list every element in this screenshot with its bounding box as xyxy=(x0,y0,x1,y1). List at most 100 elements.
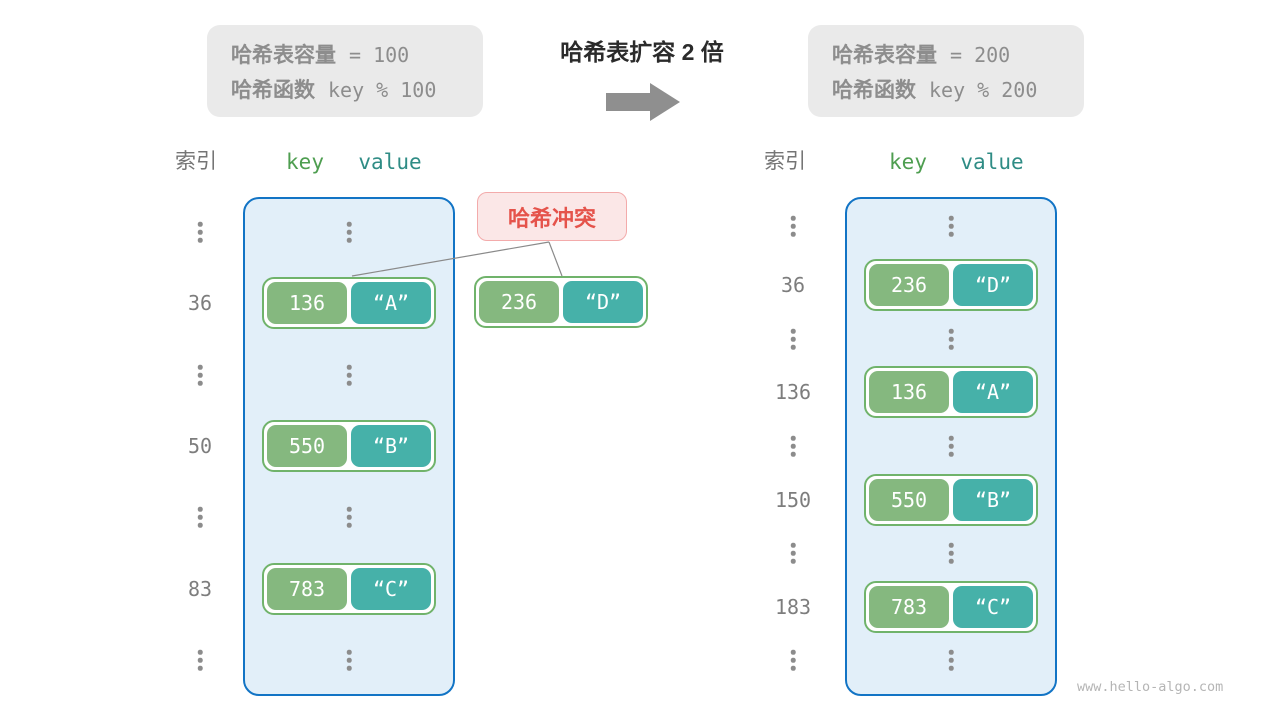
capacity-line: 哈希表容量 = 100 xyxy=(231,39,459,69)
ellipsis-dot xyxy=(197,364,203,370)
hash-function-label: 哈希函数 xyxy=(832,78,916,102)
ellipsis-dot xyxy=(790,223,796,229)
value-cell: “D” xyxy=(953,264,1033,306)
ellipsis-dot xyxy=(790,451,796,457)
capacity-label: 哈希表容量 xyxy=(832,43,937,67)
hash-function-line: 哈希函数 key % 100 xyxy=(231,74,459,104)
ellipsis-dot xyxy=(346,380,352,386)
ellipsis-dot xyxy=(197,506,203,512)
kv-pair: 136“A” xyxy=(262,277,436,329)
capacity-value: = 100 xyxy=(349,42,410,67)
key-cell: 136 xyxy=(267,282,347,324)
index-label: 36 xyxy=(187,291,213,315)
ellipsis-dot xyxy=(197,229,203,235)
key-cell: 783 xyxy=(869,586,949,628)
ellipsis-dot xyxy=(346,372,352,378)
collision-label: 哈希冲突 xyxy=(507,205,596,231)
header-index-right: 索引 xyxy=(764,150,806,173)
capacity-value: = 200 xyxy=(950,42,1011,67)
ellipsis-dot xyxy=(948,328,954,334)
ellipsis-dot xyxy=(790,231,796,237)
value-cell: “B” xyxy=(953,479,1033,521)
hash-function-value: key % 200 xyxy=(929,77,1038,102)
index-ellipsis xyxy=(790,649,796,671)
ellipsis-dot xyxy=(948,435,954,441)
ellipsis-dot xyxy=(197,649,203,655)
ellipsis-dot xyxy=(197,221,203,227)
ellipsis-dot xyxy=(197,372,203,378)
ellipsis-dot xyxy=(197,514,203,520)
ellipsis-dot xyxy=(790,542,796,548)
bucket-ellipsis xyxy=(948,328,954,350)
value-cell: “A” xyxy=(351,282,431,324)
ellipsis-dot xyxy=(948,215,954,221)
ellipsis-dot xyxy=(197,665,203,671)
header-key-right: key xyxy=(889,150,927,174)
ellipsis-dot xyxy=(948,649,954,655)
kv-pair: 236“D” xyxy=(864,259,1038,311)
ellipsis-dot xyxy=(948,542,954,548)
kv-pair: 550“B” xyxy=(864,474,1038,526)
bucket-ellipsis xyxy=(346,221,352,243)
capacity-box-before: 哈希表容量 = 100 哈希函数 key % 100 xyxy=(207,25,483,117)
bucket-ellipsis xyxy=(948,435,954,457)
capacity-label: 哈希表容量 xyxy=(231,43,336,67)
ellipsis-dot xyxy=(948,231,954,237)
ellipsis-dot xyxy=(790,558,796,564)
ellipsis-dot xyxy=(790,649,796,655)
header-index-left: 索引 xyxy=(175,150,217,173)
hash-function-line: 哈希函数 key % 200 xyxy=(832,74,1060,104)
key-cell: 783 xyxy=(267,568,347,610)
ellipsis-dot xyxy=(197,237,203,243)
ellipsis-dot xyxy=(346,237,352,243)
ellipsis-dot xyxy=(790,443,796,449)
index-ellipsis xyxy=(197,364,203,386)
ellipsis-dot xyxy=(948,550,954,556)
index-label: 136 xyxy=(774,380,812,404)
kv-pair: 550“B” xyxy=(262,420,436,472)
index-label: 83 xyxy=(187,577,213,601)
index-ellipsis xyxy=(790,435,796,457)
bucket-ellipsis xyxy=(346,506,352,528)
bucket-ellipsis xyxy=(948,649,954,671)
ellipsis-dot xyxy=(346,364,352,370)
value-cell: “C” xyxy=(351,568,431,610)
ellipsis-dot xyxy=(948,451,954,457)
index-label: 36 xyxy=(780,273,806,297)
ellipsis-dot xyxy=(948,558,954,564)
ellipsis-dot xyxy=(790,665,796,671)
ellipsis-dot xyxy=(197,380,203,386)
ellipsis-dot xyxy=(346,649,352,655)
ellipsis-dot xyxy=(948,223,954,229)
index-ellipsis xyxy=(197,649,203,671)
value-cell: “A” xyxy=(953,371,1033,413)
ellipsis-dot xyxy=(790,215,796,221)
ellipsis-dot xyxy=(790,328,796,334)
ellipsis-dot xyxy=(346,657,352,663)
ellipsis-dot xyxy=(346,522,352,528)
header-key-left: key xyxy=(286,150,324,174)
index-ellipsis xyxy=(790,542,796,564)
ellipsis-dot xyxy=(790,657,796,663)
ellipsis-dot xyxy=(346,506,352,512)
ellipsis-dot xyxy=(948,344,954,350)
collision-kv-pair: 236 “D” xyxy=(474,276,648,328)
ellipsis-dot xyxy=(346,514,352,520)
bucket-ellipsis xyxy=(948,542,954,564)
kv-pair: 136“A” xyxy=(864,366,1038,418)
index-ellipsis xyxy=(790,215,796,237)
bucket-ellipsis xyxy=(948,215,954,237)
kv-pair: 783“C” xyxy=(864,581,1038,633)
ellipsis-dot xyxy=(346,221,352,227)
ellipsis-dot xyxy=(790,550,796,556)
watermark: www.hello-algo.com xyxy=(1077,679,1224,695)
index-ellipsis xyxy=(197,506,203,528)
collision-label-box: 哈希冲突 xyxy=(477,192,627,241)
right-arrow-icon xyxy=(606,83,680,121)
ellipsis-dot xyxy=(790,344,796,350)
key-cell: 136 xyxy=(869,371,949,413)
ellipsis-dot xyxy=(948,443,954,449)
bucket-ellipsis xyxy=(346,649,352,671)
